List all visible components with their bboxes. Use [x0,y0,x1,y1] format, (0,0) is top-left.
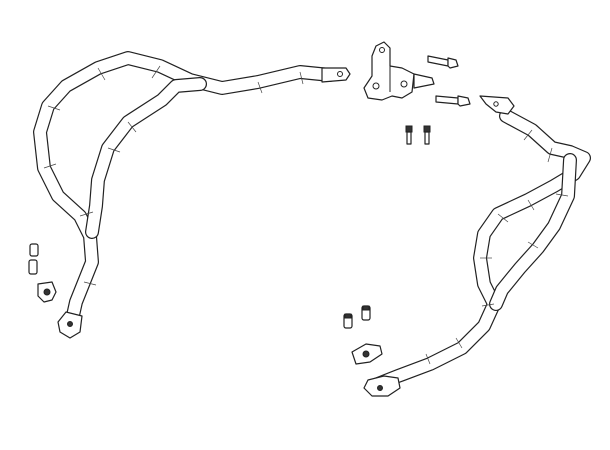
right-crash-bar [363,95,591,397]
left-crash-bar [33,51,351,339]
center-mount-bracket [363,41,435,101]
small-bolt-pair-right [343,305,371,329]
long-bolt-upper [427,55,459,69]
clamp-right [351,343,383,365]
long-bolt-lower [435,95,471,107]
small-bolt-pair-left [28,243,39,275]
clamp-left [37,281,57,303]
small-bolt-pair-center [405,125,431,145]
